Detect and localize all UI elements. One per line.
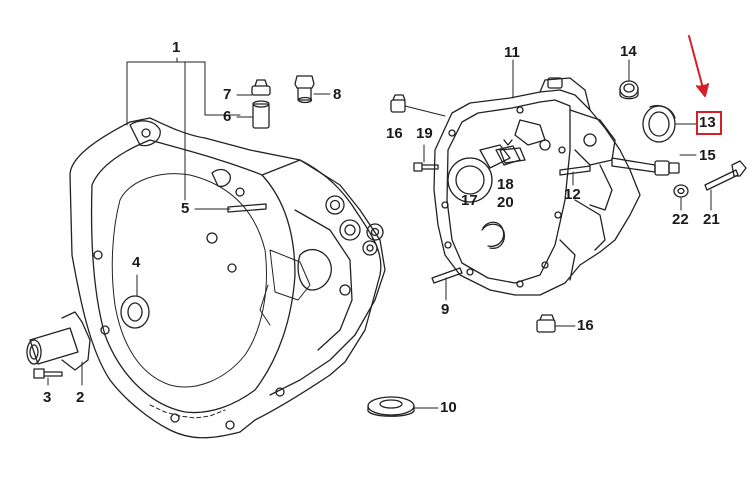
callout-21: 21 <box>703 211 720 228</box>
callout-16b: 16 <box>577 317 594 334</box>
bell-housing-drawing <box>69 117 386 439</box>
transmission-case-drawing <box>433 77 641 296</box>
callout-13: 13 <box>699 114 716 131</box>
seal-drawing-4 <box>120 295 150 329</box>
seal-ring-drawing-13 <box>642 104 676 143</box>
plug-drawing-16b <box>536 314 556 333</box>
screw-drawing-19 <box>413 162 439 172</box>
ring-drawing-14 <box>619 80 639 100</box>
guide-sleeve-drawing <box>26 311 91 371</box>
callout-20: 20 <box>497 194 514 211</box>
plug-drawing-8 <box>294 75 315 104</box>
switch-drawing-15 <box>611 157 680 176</box>
callout-7: 7 <box>223 86 232 103</box>
bolt-drawing-3 <box>33 368 63 379</box>
callout-4: 4 <box>132 254 141 271</box>
callout-12: 12 <box>564 186 581 203</box>
callout-9: 9 <box>441 301 450 318</box>
callout-6: 6 <box>223 108 232 125</box>
washer-drawing-22 <box>673 184 689 198</box>
stud-drawing-12 <box>559 165 591 176</box>
callout-10: 10 <box>440 399 457 416</box>
callout-18: 18 <box>497 176 514 193</box>
callout-19: 19 <box>416 125 433 142</box>
callout-17: 17 <box>461 192 478 209</box>
spring-drawing-20 <box>482 221 505 247</box>
lever-drawing-18 <box>495 139 521 166</box>
leader-lines <box>47 57 712 409</box>
callout-14: 14 <box>620 43 637 60</box>
callout-1: 1 <box>172 39 181 56</box>
callout-22: 22 <box>672 211 689 228</box>
pin-drawing-9 <box>431 267 463 284</box>
callout-11: 11 <box>504 44 520 61</box>
callout-3: 3 <box>43 389 52 406</box>
callout-2: 2 <box>76 389 85 406</box>
callout-8: 8 <box>333 86 342 103</box>
highlight-box <box>696 111 722 135</box>
plug-drawing-16a <box>390 94 406 113</box>
callout-16a: 16 <box>386 125 403 142</box>
washer-drawing-10 <box>367 396 415 417</box>
red-arrow-icon <box>688 35 709 97</box>
plug-drawing-6-7 <box>251 79 271 129</box>
bolt-drawing-21 <box>704 160 747 191</box>
dowel-drawing-5 <box>227 203 267 213</box>
callout-5: 5 <box>181 200 190 217</box>
callout-15: 15 <box>699 147 716 164</box>
